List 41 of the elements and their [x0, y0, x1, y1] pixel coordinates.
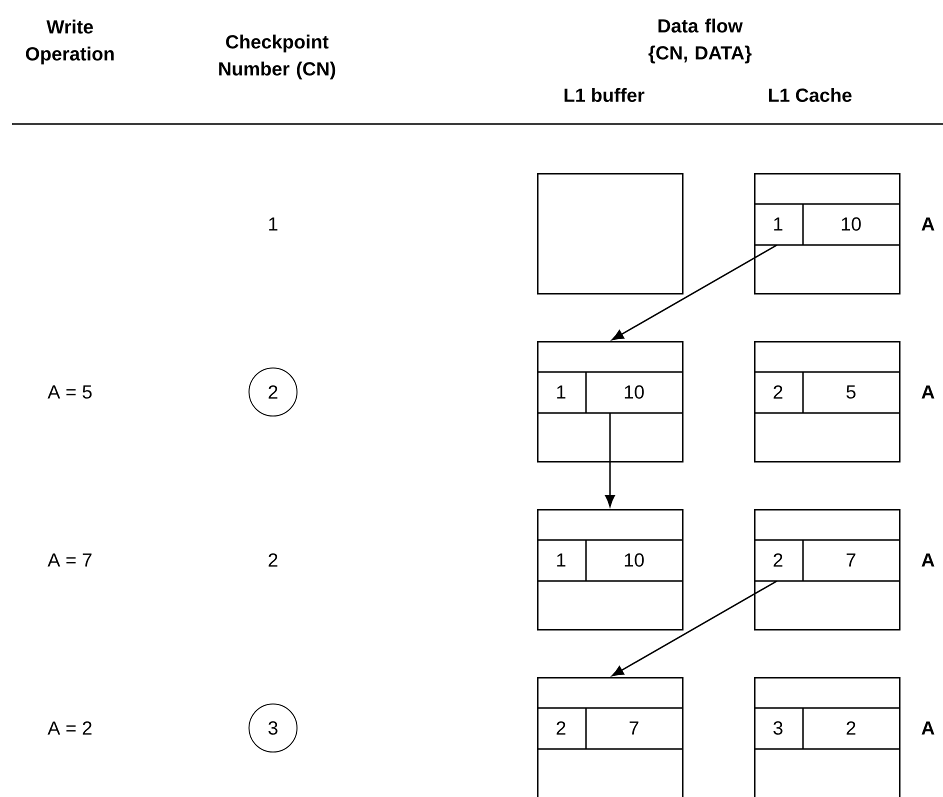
variable-label: A — [922, 721, 934, 735]
cell-value: 2 — [846, 721, 856, 735]
column-header: L1 Cache — [769, 88, 852, 102]
cell-value: 1 — [557, 385, 566, 399]
cache-line-box — [537, 341, 684, 462]
write-operation: A = 5 — [48, 385, 92, 399]
checkpoint-number: 1 — [269, 217, 278, 231]
arrow — [605, 413, 615, 507]
cell-value: 10 — [624, 385, 644, 399]
cell-value: 7 — [846, 553, 856, 567]
column-header: Write Operation — [26, 20, 114, 64]
cell-value: 3 — [773, 721, 782, 735]
cell-value: 1 — [557, 553, 566, 567]
cell-value: 2 — [556, 721, 566, 735]
cell-value: 5 — [846, 385, 856, 399]
arrow — [612, 580, 778, 676]
cell-value: 1 — [774, 217, 782, 231]
cell-value: 10 — [624, 553, 644, 567]
cache-line-box — [537, 509, 684, 630]
write-operation: A = 7 — [48, 553, 92, 567]
cache-line-box — [537, 677, 684, 797]
variable-label: A — [922, 385, 934, 399]
column-header: L1 buffer — [564, 88, 644, 102]
cache-line-box — [754, 173, 900, 294]
empty-buffer-box — [537, 173, 684, 294]
cache-line-box — [754, 677, 900, 797]
cache-line-box — [754, 341, 900, 462]
cell-value: 7 — [630, 721, 638, 735]
cell-value: 2 — [774, 385, 782, 399]
column-header: Checkpoint Number (CN) — [219, 34, 336, 80]
checkpoint-number: 2 — [268, 553, 278, 567]
variable-label: A — [922, 217, 934, 231]
cell-value: 10 — [842, 217, 861, 231]
cell-value: 2 — [774, 553, 782, 567]
circled-number: 3 — [248, 704, 298, 752]
arrow — [612, 244, 778, 340]
circled-number: 2 — [248, 368, 298, 416]
variable-label: A — [922, 553, 934, 567]
cache-line-box — [754, 509, 900, 630]
column-header: Data flow {CN, DATA} — [648, 18, 752, 64]
write-operation: A = 2 — [48, 721, 92, 735]
